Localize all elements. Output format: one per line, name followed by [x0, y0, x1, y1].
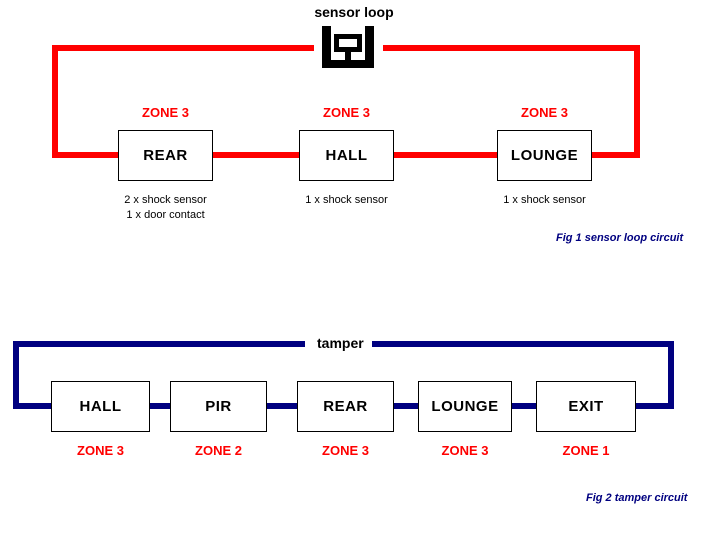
figure1-caption: Fig 1 sensor loop circuit	[556, 232, 684, 244]
node-label-hall: HALL	[325, 147, 368, 164]
sensor-loop-wire-hall-lounge	[390, 152, 500, 158]
zone-tag-rear: ZONE 3	[142, 105, 189, 120]
node-detail-rear-line2: 1 x door contact	[126, 209, 205, 221]
node-box-lounge[interactable]: LOUNGE	[497, 130, 592, 181]
node-label-tamper-pir: PIR	[205, 398, 232, 415]
zone-tag-lounge: ZONE 3	[521, 105, 568, 120]
node-detail-rear: 2 x shock sensor 1 x door contact	[100, 193, 231, 223]
node-label-lounge: LOUNGE	[510, 147, 579, 164]
tamper-wire-pir-rear	[263, 403, 301, 409]
node-label-tamper-rear: REAR	[323, 398, 368, 415]
node-box-tamper-lounge[interactable]: LOUNGE	[418, 381, 512, 432]
sensor-loop-wire-to-rear	[52, 152, 122, 158]
sensor-loop-title: sensor loop	[314, 4, 394, 20]
tamper-wire-rear-lounge	[390, 403, 422, 409]
zone-tag-tamper-lounge: ZONE 3	[441, 443, 489, 458]
zone-tag-tamper-hall: ZONE 3	[77, 443, 124, 458]
zone-tag-hall: ZONE 3	[323, 105, 370, 120]
tamper-wire-lounge-exit	[508, 403, 540, 409]
node-detail-hall: 1 x shock sensor	[281, 193, 412, 208]
node-label-tamper-lounge: LOUNGE	[431, 398, 499, 415]
zone-tag-tamper-rear: ZONE 3	[322, 443, 369, 458]
sensor-loop-wire-left	[52, 45, 58, 158]
node-box-rear[interactable]: REAR	[118, 130, 213, 181]
tamper-wire-to-hall	[13, 403, 55, 409]
tamper-wire-hall-pir	[146, 403, 174, 409]
tamper-wire-exit-right	[632, 403, 674, 409]
tamper-wire-top-right	[372, 341, 674, 347]
tamper-wire-right	[668, 341, 674, 403]
figure2-caption: Fig 2 tamper circuit	[586, 492, 688, 504]
node-detail-hall-line1: 1 x shock sensor	[305, 194, 388, 206]
node-box-tamper-pir[interactable]: PIR	[170, 381, 267, 432]
sensor-loop-wire-lounge-right	[592, 152, 640, 158]
node-label-tamper-exit: EXIT	[568, 398, 604, 415]
tamper-title: tamper	[311, 335, 370, 351]
node-box-tamper-exit[interactable]: EXIT	[536, 381, 636, 432]
tamper-wire-left	[13, 341, 19, 403]
node-label-tamper-hall: HALL	[79, 398, 122, 415]
tamper-wire-top-left	[13, 341, 305, 347]
node-label-rear: REAR	[143, 147, 188, 164]
sensor-loop-wire-top-left	[52, 45, 314, 51]
sensor-loop-wire-top-right	[383, 45, 640, 51]
node-box-hall[interactable]: HALL	[299, 130, 394, 181]
sensor-loop-wire-rear-hall	[210, 152, 302, 158]
sensor-bell-icon	[318, 26, 378, 68]
zone-tag-tamper-exit: ZONE 1	[562, 443, 610, 458]
node-detail-lounge-line1: 1 x shock sensor	[503, 194, 586, 206]
node-detail-lounge: 1 x shock sensor	[479, 193, 610, 208]
node-box-tamper-rear[interactable]: REAR	[297, 381, 394, 432]
zone-tag-tamper-pir: ZONE 2	[195, 443, 242, 458]
node-box-tamper-hall[interactable]: HALL	[51, 381, 150, 432]
node-detail-rear-line1: 2 x shock sensor	[124, 194, 207, 206]
sensor-loop-wire-right	[634, 45, 640, 158]
